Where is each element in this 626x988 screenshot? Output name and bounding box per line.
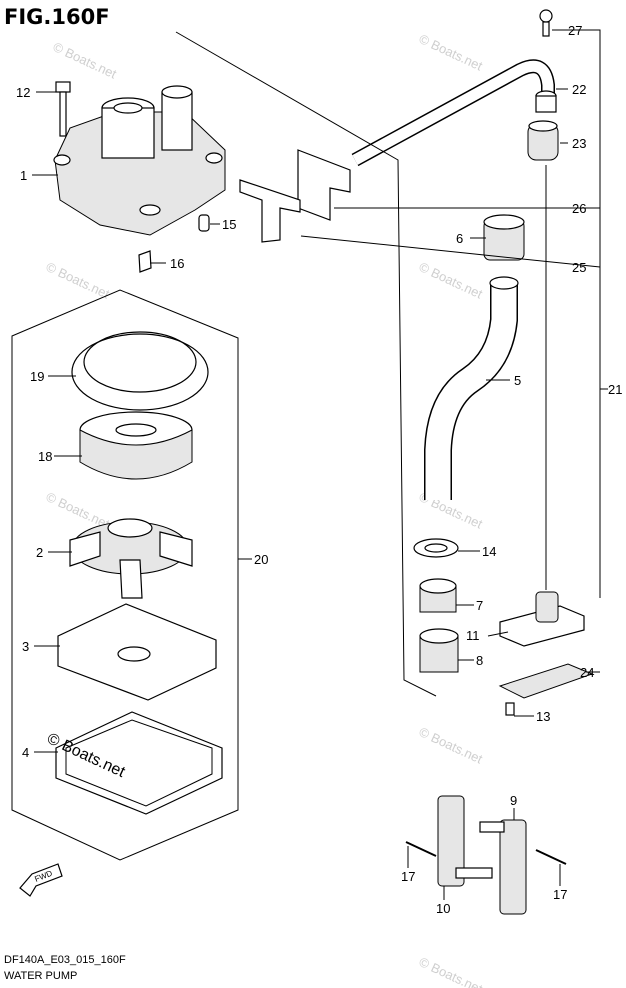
tube-bracket <box>297 149 351 221</box>
impeller-vane <box>119 559 143 599</box>
bolt-head <box>55 81 71 93</box>
callout-17-left: 17 <box>401 869 415 884</box>
fwd-indicator: FWD <box>19 863 63 897</box>
leader-11 <box>487 631 509 637</box>
key <box>138 250 152 273</box>
seal-plate <box>499 605 585 647</box>
case-outlet-rim <box>161 85 193 99</box>
case-outlet-tube <box>161 91 193 151</box>
watermark: © Boats.net <box>417 954 485 988</box>
water-hose-fill <box>425 285 517 500</box>
callout-13: 13 <box>536 709 550 724</box>
watermark: © Boats.net <box>417 31 485 74</box>
mount-bracket-parts <box>405 795 567 915</box>
pump-case <box>53 81 226 273</box>
section-name: WATER PUMP <box>4 970 77 982</box>
water-tube-assembly <box>239 9 594 716</box>
seal-boss <box>535 591 559 623</box>
mount-post-a <box>455 867 493 879</box>
callout-19: 19 <box>30 369 44 384</box>
callout-15: 15 <box>222 217 236 232</box>
bolt-small <box>505 702 515 716</box>
watermark-dark: © Boats.net <box>44 730 128 781</box>
seal-ring-small-hole <box>424 543 448 553</box>
callout-17-right: 17 <box>553 887 567 902</box>
tube-collar <box>535 95 557 113</box>
callout-26: 26 <box>572 201 586 216</box>
callout-5: 5 <box>514 373 521 388</box>
callout-27: 27 <box>568 23 582 38</box>
callout-10: 10 <box>436 901 450 916</box>
screw-a <box>405 841 437 857</box>
assembly-box-right <box>560 29 601 598</box>
figure-title: FIG.160F <box>4 5 110 29</box>
callout-23: 23 <box>572 136 586 151</box>
mount-bracket-a <box>437 795 465 887</box>
watermark: © Boats.net <box>44 259 112 302</box>
leader-25 <box>300 235 601 268</box>
callout-21: 21 <box>608 382 622 397</box>
tube-guide-top <box>419 628 459 644</box>
callout-8: 8 <box>476 653 483 668</box>
case-boss <box>205 152 223 164</box>
assembly-box-left <box>175 31 437 697</box>
screw-b <box>535 849 567 865</box>
callout-labels: 12 1 15 16 19 18 2 3 4 20 27 22 23 26 6 … <box>16 23 622 916</box>
callout-12: 12 <box>16 85 30 100</box>
fwd-arrow-icon <box>19 863 63 897</box>
leader-lines <box>32 29 608 900</box>
impeller-hub <box>107 518 153 538</box>
callout-24: 24 <box>580 665 594 680</box>
kit-outline <box>11 289 239 861</box>
callout-25: 25 <box>572 260 586 275</box>
grommet-large-top <box>483 214 525 230</box>
callout-18: 18 <box>38 449 52 464</box>
model-code: DF140A_E03_015_160F <box>4 954 126 966</box>
callout-22: 22 <box>572 82 586 97</box>
seal-ring <box>71 333 209 411</box>
case-boss <box>139 204 161 216</box>
grommet-top <box>528 120 558 132</box>
bolt-shank <box>59 91 67 137</box>
hose-end <box>489 276 519 290</box>
callout-14: 14 <box>482 544 496 559</box>
watermark: © Boats.net <box>417 259 485 302</box>
kit-parts <box>55 331 223 815</box>
callout-11: 11 <box>466 628 480 643</box>
tube-clamp <box>239 179 301 243</box>
callout-3: 3 <box>22 639 29 654</box>
callout-9: 9 <box>510 793 517 808</box>
callout-2: 2 <box>36 545 43 560</box>
strainer <box>498 663 594 699</box>
callout-7: 7 <box>476 598 483 613</box>
impeller-vane <box>69 531 101 567</box>
seal-ring-inner <box>83 331 197 393</box>
impeller-vane <box>159 531 193 567</box>
watermark: © Boats.net <box>417 724 485 767</box>
watermark: © Boats.net <box>51 39 119 82</box>
plate-hole <box>117 646 151 662</box>
pin <box>198 214 210 232</box>
callout-1: 1 <box>20 168 27 183</box>
insert-case-wall <box>79 429 193 480</box>
callout-4: 4 <box>22 745 29 760</box>
gasket-inner <box>65 719 213 807</box>
collar-top <box>419 578 457 594</box>
case-bore <box>113 102 143 114</box>
mount-post-b <box>479 821 505 833</box>
mount-bracket-b <box>499 819 527 915</box>
screw-shank <box>542 21 550 37</box>
callout-6: 6 <box>456 231 463 246</box>
callout-16: 16 <box>170 256 184 271</box>
callout-20: 20 <box>254 552 268 567</box>
water-tube-fill <box>352 60 554 165</box>
case-collar <box>101 107 155 159</box>
screw-head <box>539 9 553 23</box>
gasket <box>55 711 223 815</box>
case-boss <box>53 154 71 166</box>
insert-case-bore <box>115 423 157 437</box>
